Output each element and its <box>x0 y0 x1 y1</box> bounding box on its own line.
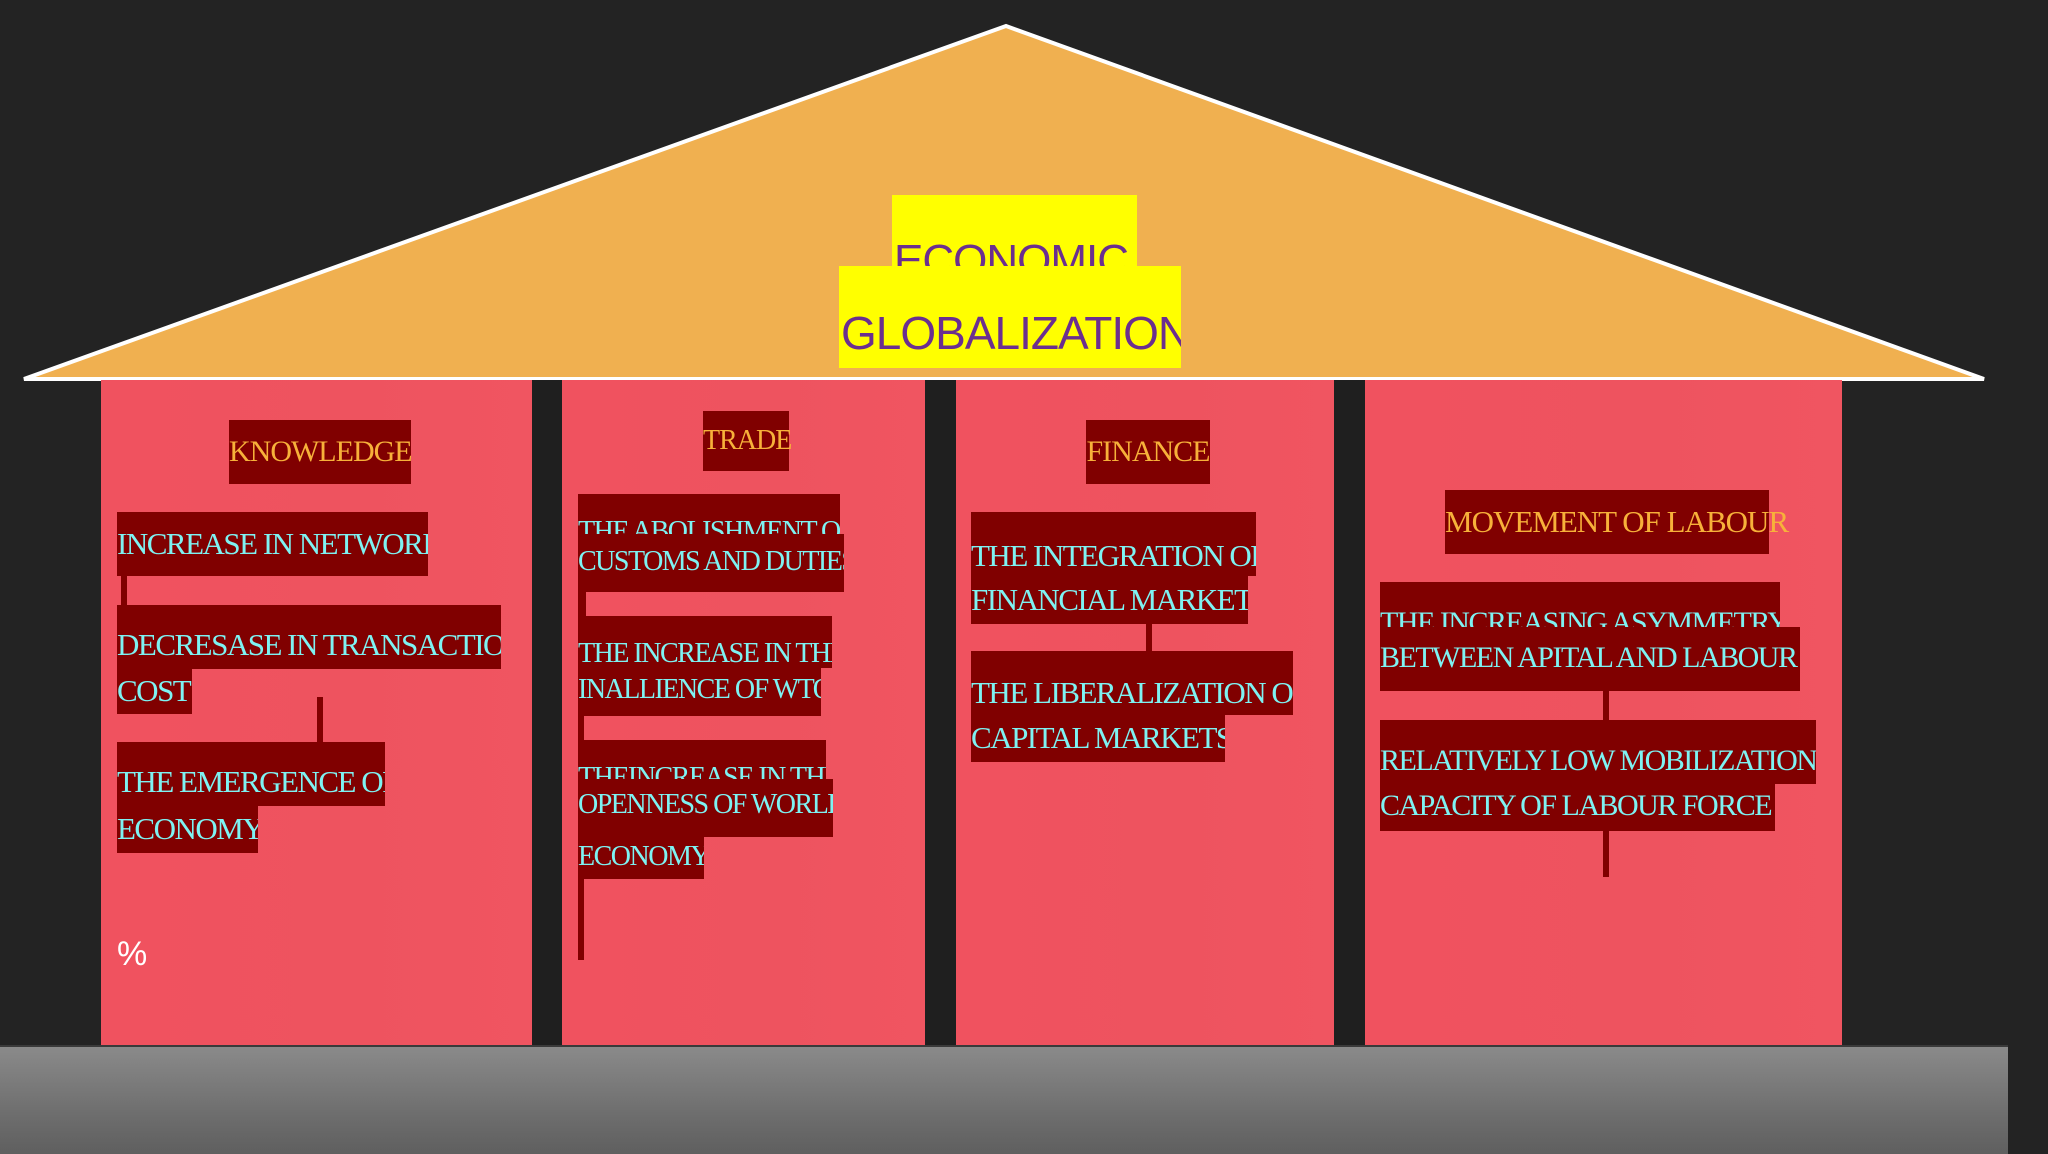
connector-line <box>580 590 586 616</box>
label-economy-trade: ECONOMY <box>578 835 704 879</box>
label-liberalization-of: THE LIBERALIZATION OF <box>971 651 1293 715</box>
label-openness: OPENNESS OF WORLD <box>578 779 833 837</box>
connector-line <box>1146 620 1152 652</box>
label-capital-markets: CAPITAL MARKETS <box>971 712 1225 762</box>
pillar-gap <box>925 380 956 1046</box>
label-between-capital-labour: BETWEEN APITAL AND LABOUR <box>1380 627 1800 691</box>
label-customs-duties: CUSTOMS AND DUTIES <box>578 534 844 592</box>
heading-knowledge: KNOWLEDGE <box>229 420 413 484</box>
heading-finance: FINANCE <box>1086 420 1211 484</box>
connector-line <box>317 697 323 745</box>
label-increase-in-the: THE INCREASE IN THE <box>578 616 832 668</box>
label-decrease-transaction: DECRESASE IN TRANSACTION <box>117 605 501 669</box>
label-economy: ECONOMY <box>117 803 258 853</box>
label-financial-markets: FINANCIAL MARKETS <box>971 572 1248 624</box>
label-low-mobilization: RELATIVELY LOW MOBILIZATION <box>1380 720 1816 784</box>
title-globalization: GLOBALIZATION <box>839 266 1181 368</box>
label-increasing-asymmetry: THE INCREASING ASYMMETRY <box>1380 582 1780 632</box>
connector-line <box>1603 829 1609 877</box>
label-cost: COST <box>117 665 192 714</box>
connector-line <box>121 572 127 606</box>
heading-movement-of-labour: MOVEMENT OF LABOUR <box>1445 490 1789 554</box>
percent-note: % <box>117 935 148 973</box>
label-capacity-labour-force: CAPACITY OF LABOUR FORCE <box>1380 781 1775 831</box>
label-integration-of: THE INTEGRATION OF <box>971 512 1256 576</box>
label-abolishment-of: THE ABOLISHMENT OF <box>578 494 840 538</box>
heading-trade: TRADE <box>703 411 792 471</box>
label-emergence-of: THE EMERGENCE OF <box>117 742 385 806</box>
pillar-gap <box>532 380 562 1046</box>
pillar-gap <box>1334 380 1365 1046</box>
label-theincrease: THEINCREASE IN THE <box>578 740 826 784</box>
label-increase-in-network: INCREASE IN NETWORK <box>117 512 428 576</box>
title-economic: ECONOMIC <box>892 195 1137 270</box>
connector-line <box>1603 688 1609 720</box>
foundation-base <box>0 1045 2008 1154</box>
label-inallience-wto: INALLIENCE OF WTO <box>578 664 821 716</box>
